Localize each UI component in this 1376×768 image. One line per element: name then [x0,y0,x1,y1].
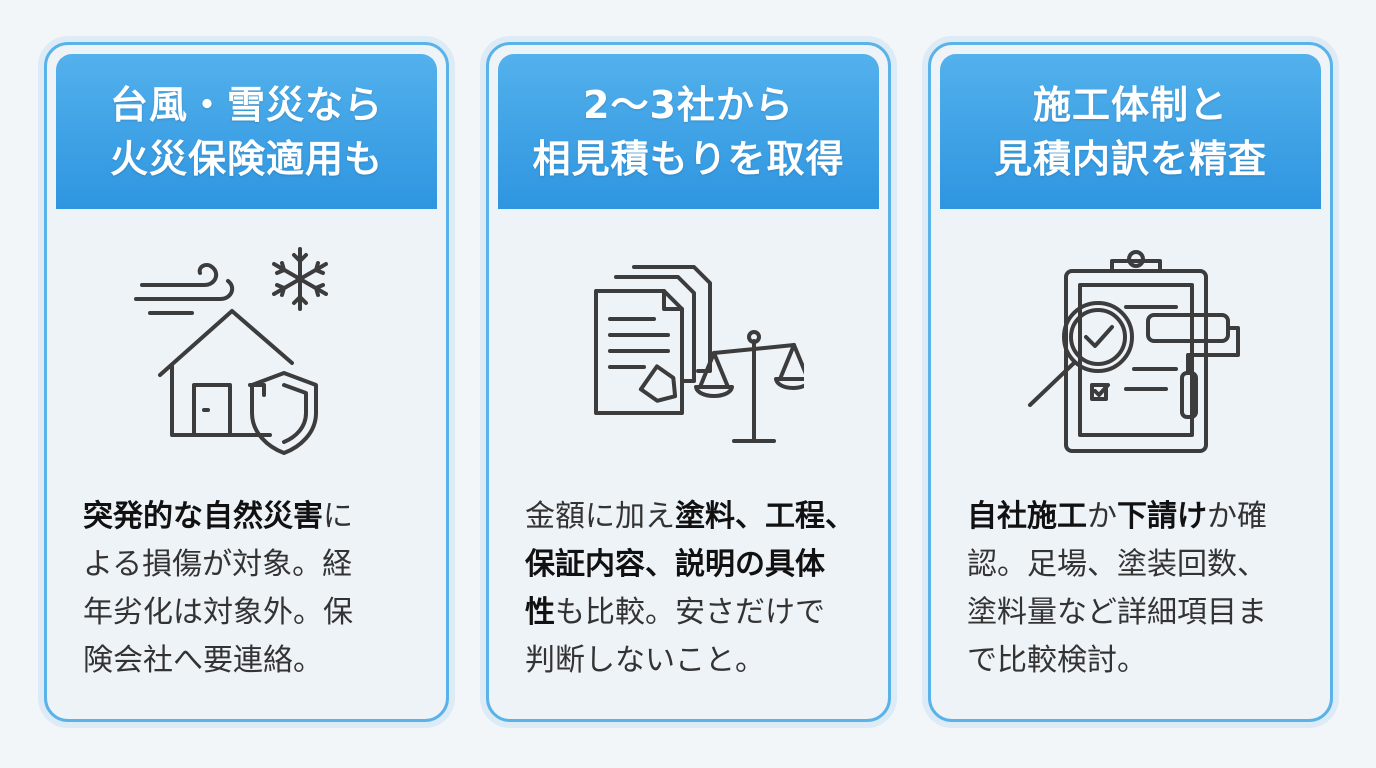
body-segment: か確 [1207,499,1267,534]
body-emphasis: 性 [525,595,555,630]
body-line: 自社施工か下請けか確 [967,493,1297,541]
body-segment: で比較検討。 [967,643,1147,678]
body-segment: 判断しないこと。 [525,643,765,678]
card-title-line-1: 施工体制と [1032,82,1228,127]
body-line: 性も比較。安さだけで [525,589,855,637]
body-line: 険会社へ要連絡。 [83,637,413,685]
body-line: 判断しないこと。 [525,637,855,685]
body-emphasis: 保証内容、説明の具体 [525,547,825,582]
card-header: 台風・雪災なら 火災保険適用も [56,54,437,209]
body-line: 年劣化は対象外。保 [83,589,413,637]
body-line: で比較検討。 [967,637,1297,685]
body-segment: も比較。安さだけで [555,595,825,630]
body-segment: か [1087,499,1117,534]
body-line: 塗料量など詳細項目ま [967,589,1297,637]
body-line: 認。足場、塗装回数、 [967,541,1297,589]
body-line: 金額に加え塗料、工程、 [525,493,855,541]
body-emphasis: 突発的な自然災害 [83,499,323,534]
body-emphasis: 下請け [1117,499,1207,534]
body-segment: 認。足場、塗装回数、 [967,547,1267,582]
card-fire-insurance: 台風・雪災なら 火災保険適用も [44,42,449,722]
card-title-line-1: 台風・雪災なら [109,82,383,127]
card-body-text: 金額に加え塗料、工程、 保証内容、説明の具体 性も比較。安さだけで 判断しないこ… [525,493,855,685]
body-line: 保証内容、説明の具体 [525,541,855,589]
clipboard-magnifier-roller-icon [1016,245,1246,460]
card-body-text: 自社施工か下請けか確 認。足場、塗装回数、 塗料量など詳細項目ま で比較検討。 [967,493,1297,685]
card-title-line-2: 相見積もりを取得 [532,136,845,181]
body-line: よる損傷が対象。経 [83,541,413,589]
body-line: 突発的な自然災害に [83,493,413,541]
house-storm-shield-icon [132,245,362,460]
card-header: 2〜3社から 相見積もりを取得 [498,54,879,209]
body-segment: 険会社へ要連絡。 [83,643,323,678]
card-title-line-2: 火災保険適用も [109,136,383,181]
card-body-text: 突発的な自然災害に よる損傷が対象。経 年劣化は対象外。保 険会社へ要連絡。 [83,493,413,685]
body-emphasis: 塗料、工程、 [675,499,855,534]
body-segment: よる損傷が対象。経 [83,547,353,582]
body-segment: に [323,499,353,534]
body-segment: 金額に加え [525,499,675,534]
card-header: 施工体制と 見積内訳を精査 [940,54,1321,209]
body-emphasis: 自社施工 [967,499,1087,534]
body-segment: 塗料量など詳細項目ま [967,595,1267,630]
card-comparative-quotes: 2〜3社から 相見積もりを取得 [486,42,891,722]
documents-scale-icon [574,245,812,460]
body-segment: 年劣化は対象外。保 [83,595,353,630]
card-title-line-2: 見積内訳を精査 [993,136,1267,181]
card-title-line-1: 2〜3社から [583,82,794,127]
card-construction-system: 施工体制と 見積内訳を精査 [928,42,1333,722]
